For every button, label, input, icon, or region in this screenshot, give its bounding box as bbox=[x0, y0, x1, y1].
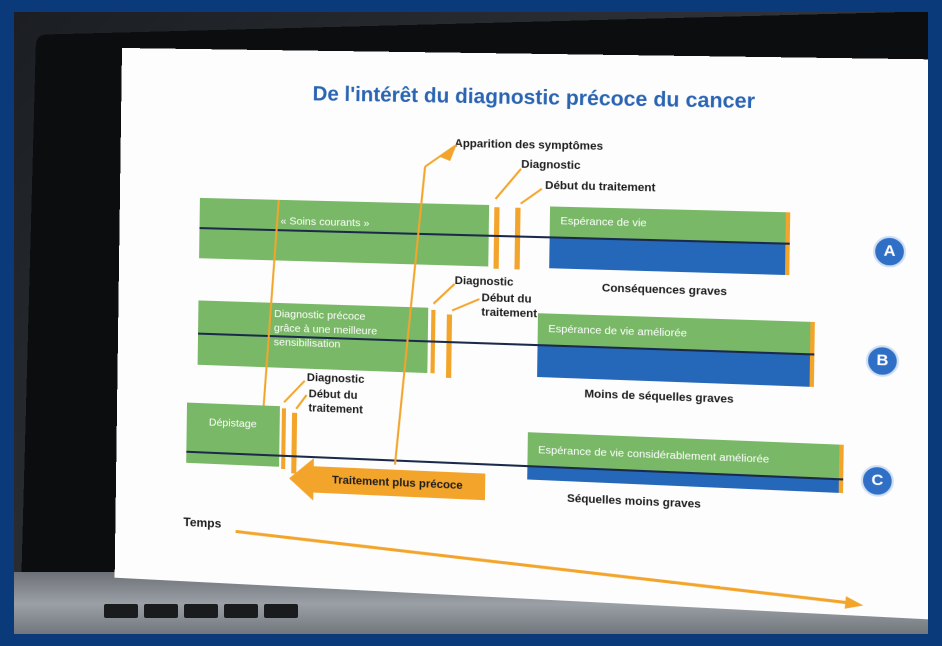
diagnostic-pointer-c bbox=[284, 380, 305, 403]
time-axis-arrowhead bbox=[844, 596, 864, 610]
keyboard-key bbox=[144, 604, 178, 618]
diagnostic-pointer-a bbox=[496, 168, 522, 199]
soins-courants-line bbox=[264, 200, 279, 406]
diagram-arrows bbox=[115, 48, 864, 610]
keyboard-key bbox=[184, 604, 218, 618]
earlier-treatment-arrowhead bbox=[288, 457, 314, 501]
keyboard-key bbox=[224, 604, 258, 618]
slide-screen: De l'intérêt du diagnostic précoce du ca… bbox=[114, 48, 928, 634]
time-label: Temps bbox=[183, 514, 222, 531]
keyboard-key bbox=[104, 604, 138, 618]
slide: De l'intérêt du diagnostic précoce du ca… bbox=[114, 48, 928, 621]
diagnostic-pointer-b bbox=[434, 283, 455, 304]
keyboard-key bbox=[264, 604, 298, 618]
laptop-photo: De l'intérêt du diagnostic précoce du ca… bbox=[14, 12, 928, 634]
treatment-pointer-a bbox=[521, 188, 542, 204]
treatment-pointer-c bbox=[296, 395, 306, 410]
treatment-pointer-b bbox=[452, 298, 479, 311]
symptoms-pointer-line bbox=[395, 166, 425, 466]
time-axis-line bbox=[235, 531, 846, 602]
